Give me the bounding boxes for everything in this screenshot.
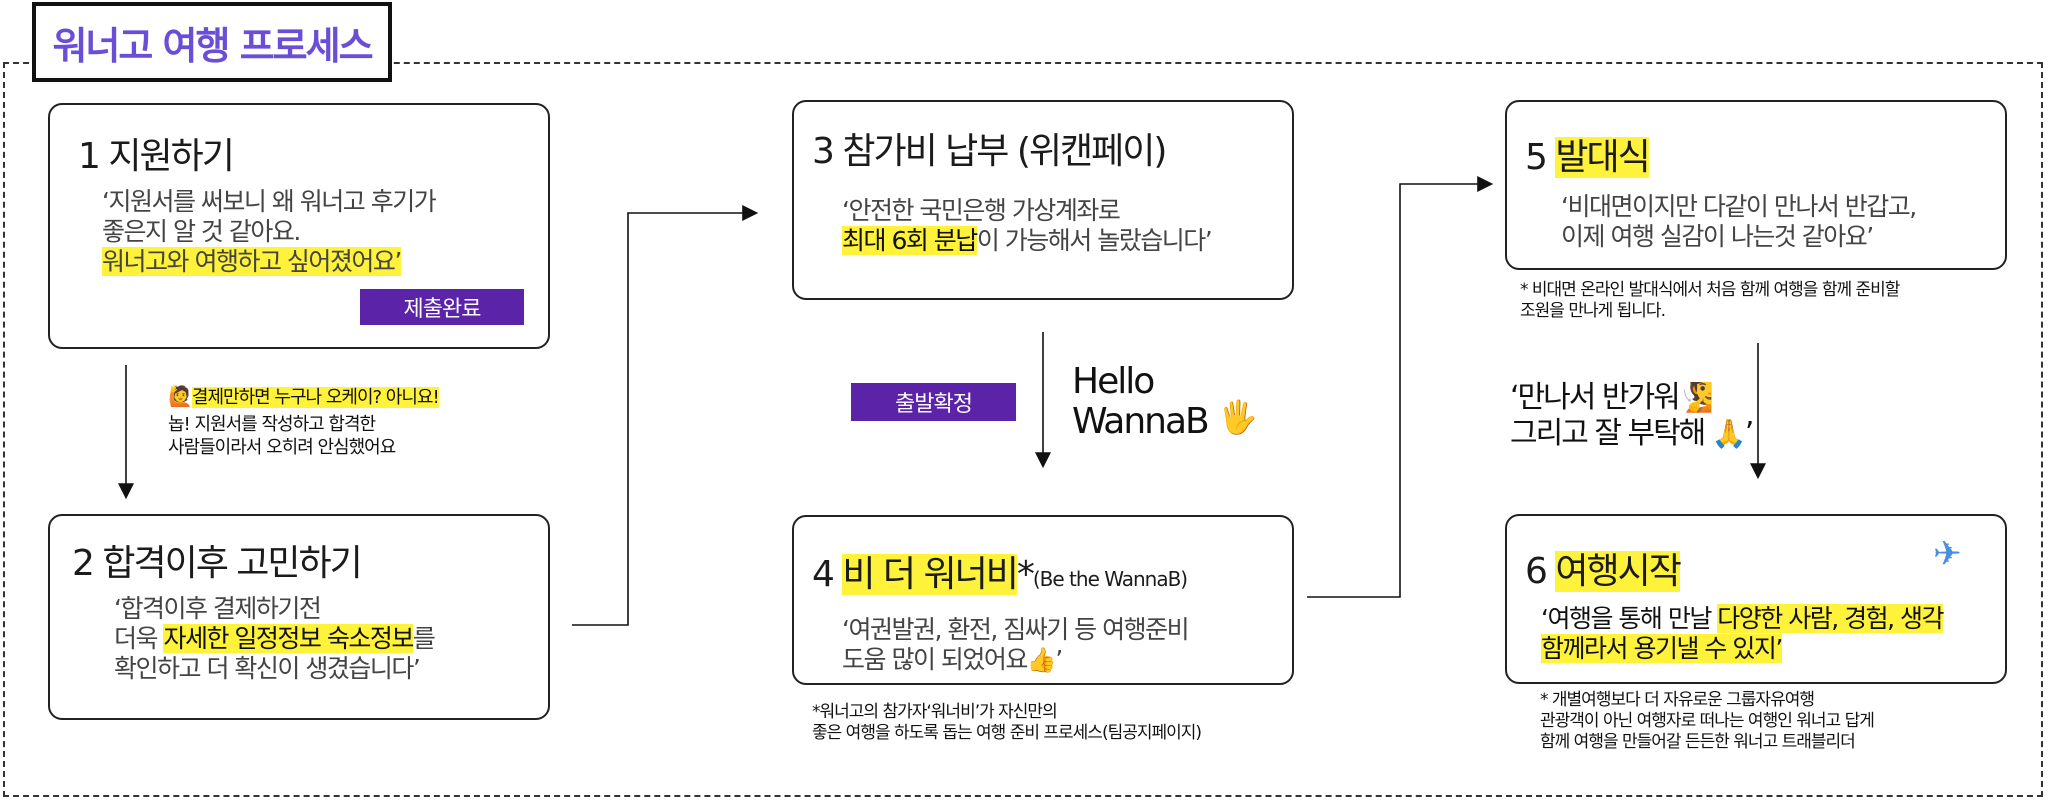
person-emoji-icon: 🧏: [1678, 381, 1714, 414]
step-5-quote: ‘비대면이지만 다같이 만나서 반갑고, 이제 여행 실감이 나는것 같아요’: [1561, 192, 1917, 251]
folded-hands-icon: 🙏: [1711, 417, 1747, 450]
process-frame: [3, 62, 2043, 797]
step-2-card: 2 합격이후 고민하기 ‘합격이후 결제하기전 더욱 자세한 일정정보 숙소정보…: [48, 514, 550, 720]
step-3-title: 3 참가비 납부 (위캔페이): [812, 131, 1167, 172]
title-box: 워너고 여행 프로세스: [32, 2, 392, 82]
page-title: 워너고 여행 프로세스: [52, 23, 373, 68]
waving-hand-icon: 🖐: [1218, 398, 1258, 436]
step-1-card: 1 지원하기 ‘지원서를 써보니 왜 워너고 후기가 좋은지 알 것 같아요. …: [48, 103, 550, 349]
step-6-card: 6 여행시작 ✈ ‘여행을 통해 만날 다양한 사람, 경험, 생각 함께라서 …: [1505, 514, 2007, 684]
departure-confirmed-badge: 출발확정: [851, 383, 1016, 421]
step-5-card: 5 발대식 ‘비대면이지만 다같이 만나서 반갑고, 이제 여행 실감이 나는것…: [1505, 100, 2007, 270]
step-2-quote: ‘합격이후 결제하기전 더욱 자세한 일정정보 숙소정보를 확인하고 더 확신이…: [114, 594, 436, 683]
step-5-note: * 비대면 온라인 발대식에서 처음 함께 여행을 함께 준비할 조원을 만나게…: [1520, 280, 1900, 321]
submitted-badge: 제출완료: [360, 289, 524, 325]
step-1-title: 1 지원하기: [78, 136, 235, 177]
step-4-title: 4 비 더 워너비*(Be the WannaB): [812, 554, 1188, 595]
payment-note: 🙋결제만하면 누구나 오케이? 아니요! 놉! 지원서를 작성하고 합격한 사람…: [168, 384, 440, 458]
step-3-card: 3 참가비 납부 (위캔페이) ‘안전한 국민은행 가상계좌로 최대 6회 분납…: [792, 100, 1294, 300]
connector-4-to-5: [1307, 176, 1494, 598]
step-4-card: 4 비 더 워너비*(Be the WannaB) ‘여권발권, 환전, 짐싸기…: [792, 515, 1294, 685]
raising-hand-icon: 🙋: [168, 384, 193, 408]
step-6-quote: ‘여행을 통해 만날 다양한 사람, 경험, 생각 함께라서 용기낼 수 있지’: [1541, 604, 1945, 663]
step-2-title: 2 합격이후 고민하기: [72, 543, 363, 584]
step-3-quote: ‘안전한 국민은행 가상계좌로 최대 6회 분납이 가능해서 놀랐습니다’: [842, 196, 1213, 255]
step-5-title: 5 발대식: [1525, 137, 1651, 178]
step-1-quote: ‘지원서를 써보니 왜 워너고 후기가 좋은지 알 것 같아요. 워너고와 여행…: [102, 187, 437, 276]
thumbs-up-icon: 👍: [1026, 646, 1057, 674]
step-6-note: * 개별여행보다 더 자유로운 그룹자유여행 관광객이 아닌 여행자로 떠나는 …: [1540, 690, 1875, 752]
connector-2-to-3: [572, 205, 759, 626]
meet-quote: ‘만나서 반가워🧏 그리고 잘 부탁해 🙏’: [1510, 380, 1754, 451]
step-4-note: *워너고의 참가자‘워너비’가 자신만의 좋은 여행을 하도록 돕는 여행 준비…: [812, 702, 1202, 743]
airplane-icon: ✈: [1933, 534, 1962, 574]
hello-wannab-text: Hello WannaB: [1072, 361, 1210, 442]
step-4-quote: ‘여권발권, 환전, 짐싸기 등 여행준비 도움 많이 되었어요👍’: [842, 615, 1190, 674]
step-6-title: 6 여행시작: [1525, 551, 1682, 592]
